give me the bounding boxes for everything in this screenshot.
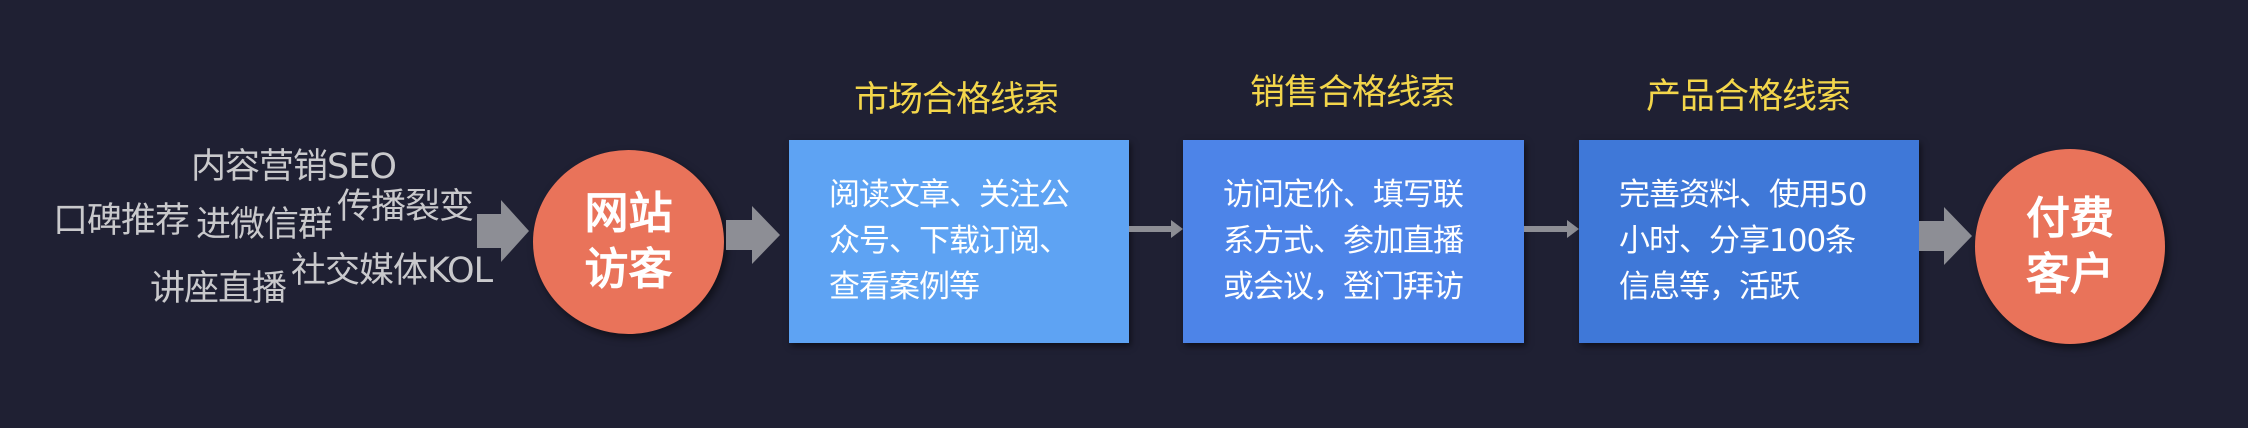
big-arrow-icon	[726, 206, 780, 264]
stage-text-line: 系方式、参加直播	[1223, 223, 1464, 259]
small-arrow-icon	[1524, 220, 1579, 238]
source-content-marketing-seo: 内容营销SEO	[191, 147, 397, 187]
stage-text-line: 小时、分享100条	[1619, 223, 1856, 259]
website-visitor-node: 网站 访客	[533, 150, 724, 334]
customer-line2: 客户	[2026, 248, 2114, 300]
paying-customer-node: 付费 客户	[1975, 149, 2165, 344]
visitor-line2: 访客	[584, 244, 673, 295]
source-social-media-kol: 社交媒体KOL	[291, 251, 493, 291]
source-word-of-mouth: 口碑推荐	[53, 201, 190, 241]
source-live-lectures: 讲座直播	[150, 269, 287, 309]
stage-text-line: 访问定价、填写联	[1223, 177, 1464, 213]
visitor-line1: 网站	[584, 188, 673, 239]
stage-box-pql: 完善资料、使用50 小时、分享100条 信息等，活跃	[1579, 140, 1919, 343]
customer-line1: 付费	[2026, 192, 2114, 244]
stage-title-mql: 市场合格线索	[853, 80, 1059, 120]
stage-title-sql: 销售合格线索	[1249, 73, 1455, 113]
stage-text-line: 信息等，活跃	[1619, 269, 1800, 305]
stage-text-line: 阅读文章、关注公	[829, 177, 1070, 213]
big-arrow-icon	[477, 200, 529, 262]
big-arrow-icon	[1919, 207, 1972, 265]
source-wechat-groups: 进微信群	[196, 205, 333, 245]
stage-text-line: 众号、下载订阅、	[829, 223, 1070, 259]
stage-box-mql: 阅读文章、关注公 众号、下载订阅、 查看案例等	[789, 140, 1129, 343]
stage-box-sql: 访问定价、填写联 系方式、参加直播 或会议，登门拜访	[1183, 140, 1524, 343]
stage-title-pql: 产品合格线索	[1645, 77, 1851, 117]
stage-text-line: 查看案例等	[829, 269, 980, 305]
stage-text-line: 完善资料、使用50	[1619, 177, 1867, 213]
source-viral-sharing: 传播裂变	[337, 187, 474, 227]
stage-text-line: 或会议，登门拜访	[1223, 269, 1464, 305]
small-arrow-icon	[1129, 220, 1183, 238]
